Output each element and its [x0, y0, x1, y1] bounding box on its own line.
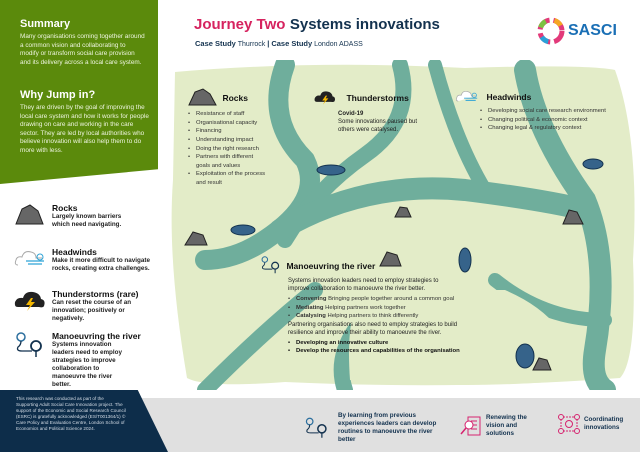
legend-desc: Can reset the course of an innovation; p…	[52, 299, 132, 322]
route-pin-icon	[261, 256, 280, 274]
footer-learning-text: By learning from previous experiences le…	[338, 412, 437, 443]
summary-heading: Summary	[20, 18, 71, 30]
headwind-icon	[455, 90, 478, 102]
boats	[230, 158, 604, 369]
thunderstorms-title: Thunderstorms	[346, 93, 409, 104]
headwinds-callout: Headwinds Developing social care researc…	[452, 87, 606, 133]
rocks-item: Partners with different goals and values	[188, 153, 268, 170]
river	[195, 60, 616, 390]
rocks-callout: Rocks Resistance of staff Organisational…	[188, 88, 268, 188]
title-systems: Systems innovations	[289, 16, 440, 33]
footer-renewing-text: Renewing the vision and solutions	[486, 414, 527, 437]
document-search-icon	[460, 416, 481, 436]
credits-text: This research was conducted as part of t…	[16, 396, 126, 431]
strategy-item: Convening Bringing people together aroun…	[288, 295, 480, 304]
case-studies: Case Study Thurrock | Case Study London …	[195, 39, 363, 48]
rocks-item: Understanding impact	[188, 136, 268, 145]
thunderstorm-icon	[14, 291, 45, 311]
legend-title: Manoeuvring the river	[52, 331, 141, 341]
strategy-name: Mediating	[296, 304, 324, 311]
rock-markers	[184, 206, 584, 371]
network-icon	[558, 414, 580, 434]
manoeuvre-intro: Systems innovation leaders need to emplo…	[288, 278, 439, 292]
manoeuvre-callout: Manoeuvring the river Systems innovation…	[260, 255, 480, 356]
resilience-item: Developing an innovative culture	[288, 339, 480, 348]
rock-icon	[188, 88, 217, 106]
footer-coordinating-text: Coordinating innovations	[584, 416, 624, 431]
credits-panel: This research was conducted as part of t…	[0, 390, 168, 452]
case-study-label: Case Study	[271, 39, 313, 48]
headwinds-item: Changing legal & regulatory context	[480, 124, 606, 133]
rocks-item: Financing	[188, 127, 268, 136]
legend-rocks: Rocks Largely known barriers which need …	[14, 203, 164, 229]
route-pin-icon	[305, 417, 327, 438]
rocks-item: Organisational capacity	[188, 119, 268, 128]
manoeuvre-text2: Partnering organisations also need to em…	[288, 321, 458, 336]
resilience-list: Developing an innovative culture Develop…	[288, 339, 480, 356]
headwinds-list: Developing social care research environm…	[480, 107, 606, 133]
headwinds-item: Changing political & economic context	[480, 116, 606, 125]
rocks-item: Exploitation of the process and result	[188, 170, 268, 187]
resilience-item: Develop the resources and capabilities o…	[288, 347, 480, 356]
strategy-name: Convening	[296, 296, 327, 302]
case-study-label: Case Study	[195, 39, 236, 48]
footer-renewing: Renewing the vision and solutions	[460, 414, 546, 438]
why-heading: Why Jump in?	[20, 89, 96, 101]
sasci-logo: SASCI	[536, 16, 617, 46]
strategy-desc: Helping partners to think differently	[327, 313, 419, 320]
strategy-item: Catalysing Helping partners to think dif…	[288, 312, 480, 321]
strategy-item: Mediating Helping partners work together	[288, 304, 480, 313]
sasci-logo-text: SASCI	[568, 22, 617, 39]
summary-text: Many organisations coming together aroun…	[20, 33, 145, 66]
headwinds-title: Headwinds	[486, 92, 532, 102]
title-journey: Journey Two	[194, 16, 286, 33]
route-pin-icon	[16, 332, 42, 357]
footer-coordinating: Coordinating innovations	[558, 414, 634, 434]
thunderstorm-icon	[314, 91, 336, 105]
legend-title: Headwinds	[52, 247, 97, 257]
rocks-item: Doing the right research	[188, 145, 268, 154]
thunderstorms-callout: Thunderstorms Covid-19 Some innovations …	[314, 88, 434, 134]
why-text: They are driven by the goal of improving…	[20, 104, 149, 154]
rocks-list: Resistance of staff Organisational capac…	[188, 110, 268, 187]
river-map	[171, 60, 635, 390]
sasci-logo-icon	[537, 17, 565, 45]
rocks-title: Rocks	[222, 93, 248, 104]
legend-headwinds: Headwinds Make it more difficult to navi…	[14, 247, 164, 273]
headwind-icon	[14, 251, 44, 266]
rock-icon	[15, 204, 44, 225]
page-title: Journey Two Systems innovations	[194, 16, 440, 34]
legend-title: Thunderstorms (rare)	[52, 289, 139, 299]
summary-panel: Summary Many organisations coming togeth…	[0, 0, 158, 184]
strategy-desc: Helping partners work together	[325, 304, 406, 311]
footer-learning: By learning from previous experiences le…	[304, 412, 450, 444]
headwinds-item: Developing social care research environm…	[480, 107, 606, 116]
legend-desc: Make it more difficult to navigate rocks…	[52, 257, 150, 272]
rocks-item: Resistance of staff	[188, 110, 268, 119]
legend-desc: Largely known barriers which need naviga…	[52, 213, 122, 228]
legend-manoeuvring: Manoeuvring the river Systems innovation…	[14, 331, 164, 389]
legend-title: Rocks	[52, 203, 78, 213]
legend-desc: Systems innovation leaders need to emplo…	[52, 341, 122, 388]
legend-thunderstorms: Thunderstorms (rare) Can reset the cours…	[14, 289, 164, 323]
thunderstorms-subtitle: Covid-19	[338, 111, 364, 118]
manoeuvre-title: Manoeuvring the river	[286, 261, 376, 272]
case-study-thurrock: Thurrock	[237, 41, 266, 48]
case-study-london: London ADASS	[314, 41, 363, 48]
strategies-list: Convening Bringing people together aroun…	[288, 295, 480, 321]
strategy-desc: Bringing people together around a common…	[328, 296, 455, 302]
separator: |	[267, 39, 270, 48]
strategy-name: Catalysing	[296, 313, 326, 320]
thunderstorms-text: Some innovations paused but others were …	[338, 119, 418, 134]
